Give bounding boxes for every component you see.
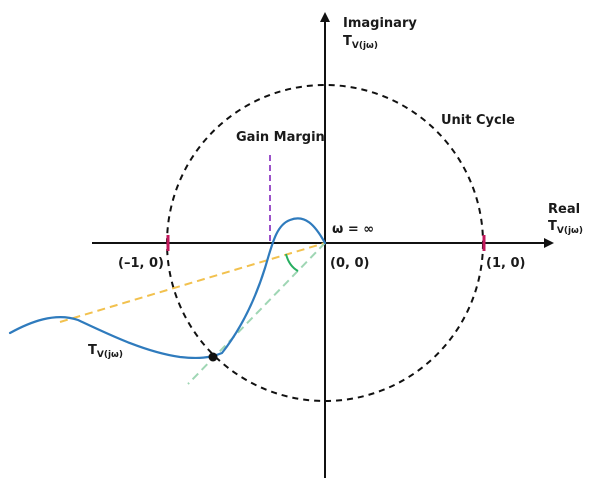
- point-neg1-label: (–1, 0): [118, 256, 164, 271]
- point-pos1-label: (1, 0): [486, 256, 525, 271]
- point-origin-label: (0, 0): [330, 256, 369, 271]
- real-axis-label: Real: [548, 202, 580, 217]
- imaginary-axis-label: Imaginary: [343, 16, 417, 31]
- phase-margin-arc: [285, 253, 299, 272]
- real-axis-func: TV(jω): [548, 219, 583, 236]
- phase-line-orange: [59, 242, 326, 323]
- gain-margin-label: Gain Margin: [236, 130, 325, 145]
- nyquist-curve: [8, 217, 327, 360]
- curve-label: TV(jω): [88, 343, 123, 360]
- omega-infinity-label: ω = ∞: [332, 222, 374, 237]
- unit-circle-label: Unit Cycle: [441, 113, 515, 128]
- crossing-dot: [208, 352, 218, 362]
- imaginary-axis-func: TV(jω): [343, 34, 378, 51]
- phase-line-green: [187, 242, 326, 385]
